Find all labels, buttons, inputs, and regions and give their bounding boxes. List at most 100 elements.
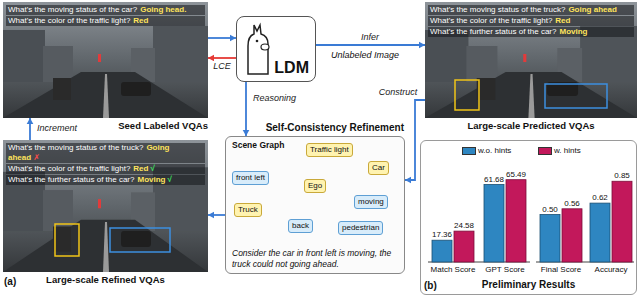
connector-line bbox=[245, 82, 247, 136]
chart-title: Preliminary Results bbox=[421, 279, 636, 291]
bar-chart-part bbox=[484, 185, 504, 263]
graph-node: back bbox=[288, 219, 313, 233]
value-label: 0.85 bbox=[614, 171, 630, 181]
image-panel: Large-scale Refined VQAsWhat's the movin… bbox=[3, 140, 208, 272]
graph-node: pedestrian bbox=[338, 221, 383, 235]
question-text: What's the moving status of the truck? bbox=[430, 5, 565, 14]
truck-bbox bbox=[55, 224, 79, 256]
question-text: What's the color of the traffic light? bbox=[8, 164, 130, 173]
qa-line: What's the moving status of the car?Goin… bbox=[6, 5, 205, 15]
model-box: LDM bbox=[236, 16, 316, 82]
graph-node: front left bbox=[232, 171, 269, 185]
bar-chart-part bbox=[454, 231, 474, 262]
bar-chart-part bbox=[612, 181, 632, 262]
car-bbox bbox=[545, 84, 607, 108]
value-label: 0.56 bbox=[564, 199, 580, 209]
bar-chart-part bbox=[562, 209, 582, 262]
value-label: 61.68 bbox=[484, 175, 504, 185]
node-label: front left bbox=[236, 173, 265, 182]
node-label: Ego bbox=[308, 181, 322, 190]
axis-label: Match Score bbox=[431, 265, 476, 275]
legend-swatch bbox=[462, 147, 476, 155]
graph-node: Truck bbox=[234, 203, 262, 217]
seed-photo bbox=[3, 2, 208, 118]
value-label: 24.58 bbox=[454, 221, 474, 231]
node-label: Truck bbox=[238, 205, 258, 214]
connector bbox=[208, 212, 225, 219]
model-name: LDM bbox=[274, 59, 309, 77]
answer-text: Going ahead bbox=[568, 5, 616, 14]
bar-chart-part bbox=[540, 215, 560, 263]
axis-label: Accuracy bbox=[595, 265, 628, 275]
node-label: moving bbox=[358, 197, 384, 206]
bar-chart-part bbox=[590, 203, 610, 262]
node-label: Car bbox=[372, 163, 385, 172]
connector bbox=[243, 82, 250, 136]
question-text: What's the color of the traffic light? bbox=[8, 16, 130, 25]
qa-line: What's the moving status of the truck?Go… bbox=[6, 143, 205, 163]
edge-label: Construct bbox=[378, 87, 419, 98]
qa-line: What's the further status of the car?Mov… bbox=[6, 175, 205, 185]
connector bbox=[208, 35, 236, 42]
answer-text: Red bbox=[133, 164, 148, 173]
graph-node: moving bbox=[354, 195, 388, 209]
node-label: pedestrian bbox=[342, 223, 379, 232]
panel-title: Large-scale Refined VQAs bbox=[3, 274, 208, 285]
qa-line: What's the moving status of the truck?Go… bbox=[428, 5, 634, 15]
bar-chart-part bbox=[506, 180, 526, 262]
check-mark: √ bbox=[150, 164, 154, 173]
llama-icon-part bbox=[248, 25, 268, 74]
qa-line: What's the further status of the car?Mov… bbox=[428, 27, 634, 37]
legend-text: w.o. hints bbox=[478, 146, 511, 156]
arrow-head bbox=[419, 42, 425, 49]
llama-icon bbox=[248, 25, 269, 74]
value-label: 0.62 bbox=[592, 193, 608, 203]
qa-list: What's the moving status of the truck?Go… bbox=[6, 143, 205, 186]
answer-text: Going head. bbox=[140, 5, 186, 14]
panel-label: (a) bbox=[4, 277, 16, 287]
panel-title: Seed Labeled VQAs bbox=[118, 120, 208, 131]
connector bbox=[27, 118, 34, 140]
refinement-box: Self-Consistency RefinementScene GraphCo… bbox=[225, 136, 405, 274]
answer-text: Red bbox=[133, 16, 148, 25]
car-bbox bbox=[110, 228, 170, 252]
graph-node: Car bbox=[368, 161, 389, 175]
image-panel: Seed Labeled VQAsWhat's the moving statu… bbox=[3, 2, 208, 118]
llama-icon-part bbox=[256, 40, 259, 43]
bar-chart bbox=[428, 180, 634, 262]
llama-icon-part bbox=[261, 44, 269, 50]
qa-line: What's the color of the traffic light?Re… bbox=[428, 16, 634, 26]
question-text: What's the moving status of the car? bbox=[8, 5, 137, 14]
question-text: What's the further status of the car? bbox=[8, 175, 134, 184]
answer-text: Moving bbox=[559, 27, 587, 36]
arrow-head bbox=[405, 177, 411, 184]
arrow-head bbox=[208, 212, 214, 219]
check-mark: √ bbox=[167, 175, 171, 184]
panel-label: (b) bbox=[424, 281, 437, 291]
unlabeled-photo bbox=[425, 2, 637, 118]
refined-photo bbox=[3, 140, 208, 272]
question-text: What's the color of the traffic light? bbox=[430, 16, 552, 25]
question-text: What's the moving status of the truck? bbox=[8, 143, 143, 152]
truck-bbox bbox=[455, 80, 479, 110]
edge-label: LCE bbox=[212, 61, 232, 72]
qa-list: What's the moving status of the truck?Go… bbox=[428, 5, 634, 38]
qa-line: What's the color of the traffic light?Re… bbox=[6, 16, 205, 26]
axis-label: GPT Score bbox=[485, 265, 524, 275]
value-label: 65.49 bbox=[506, 170, 526, 180]
answer-text: Red bbox=[555, 16, 570, 25]
axis-label: Final Score bbox=[541, 265, 581, 275]
connector-line bbox=[316, 44, 425, 46]
graph-node: Ego bbox=[304, 179, 326, 193]
qa-list: What's the moving status of the car?Goin… bbox=[6, 5, 205, 27]
edge-label: Reasoning bbox=[252, 93, 297, 104]
image-panel: Large-scale Predicted VQAsWhat's the mov… bbox=[425, 2, 637, 118]
node-label: back bbox=[292, 221, 309, 230]
graph-node: Traffic light bbox=[306, 143, 353, 157]
legend-swatch bbox=[538, 147, 552, 155]
reasoning-text: Consider the car in front left is moving… bbox=[232, 248, 398, 269]
edge-label: Infer bbox=[360, 32, 380, 43]
answer-text: Moving bbox=[137, 175, 165, 184]
arrow-head bbox=[27, 118, 34, 124]
